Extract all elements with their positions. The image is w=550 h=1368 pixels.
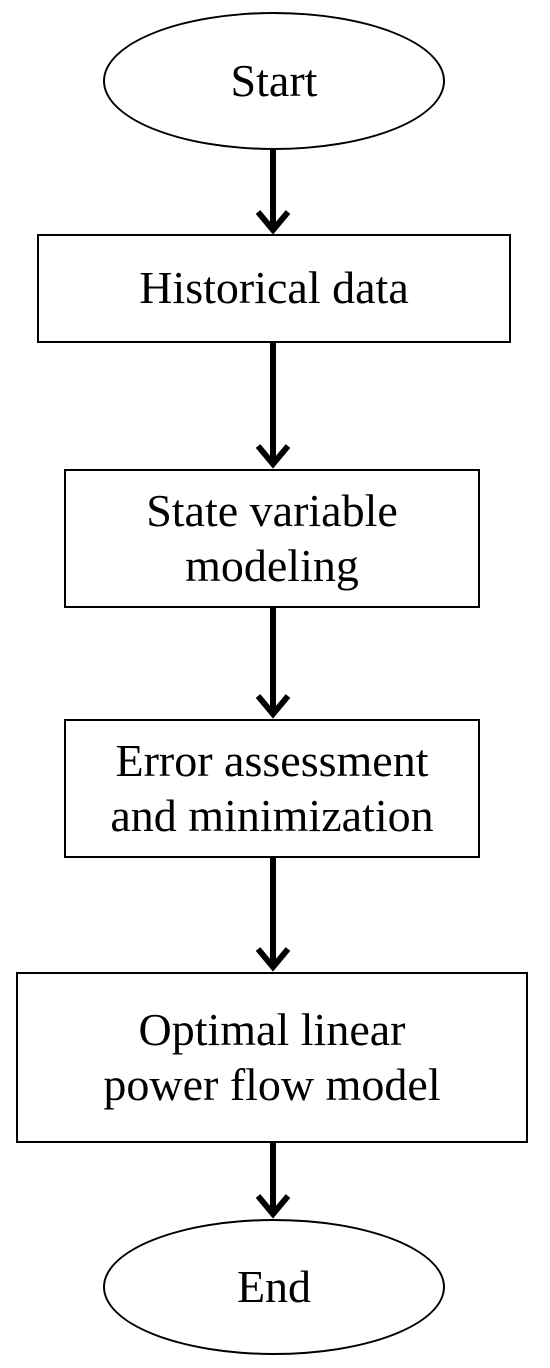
start-terminal: Start bbox=[103, 12, 445, 150]
arrow-state-variable-modeling-to-error-assessment bbox=[255, 608, 291, 719]
step-historical-data-label: Historical data bbox=[139, 262, 409, 314]
step-error-assessment-line-2: and minimization bbox=[110, 789, 434, 841]
step-optimal-linear-power-flow-model: Optimal linear power flow model bbox=[16, 972, 528, 1143]
step-error-assessment: Error assessment and minimization bbox=[64, 719, 480, 858]
step-historical-data: Historical data bbox=[37, 234, 511, 343]
end-label: End bbox=[236, 1260, 312, 1312]
arrow-historical-data-to-state-variable-modeling bbox=[255, 343, 291, 469]
step-optimal-model-line-1: Optimal linear bbox=[138, 1004, 406, 1056]
step-optimal-model-line-2: power flow model bbox=[103, 1058, 441, 1110]
arrow-start-to-historical-data bbox=[255, 150, 291, 235]
end-terminal: End bbox=[103, 1219, 445, 1355]
step-state-variable-modeling-line-2: modeling bbox=[185, 539, 359, 591]
step-state-variable-modeling: State variable modeling bbox=[64, 469, 480, 608]
step-error-assessment-line-1: Error assessment bbox=[115, 735, 429, 787]
step-state-variable-modeling-line-1: State variable bbox=[146, 485, 398, 537]
arrow-error-assessment-to-optimal-model bbox=[255, 858, 291, 972]
start-label: Start bbox=[230, 54, 318, 106]
arrow-optimal-model-to-end bbox=[255, 1143, 291, 1219]
